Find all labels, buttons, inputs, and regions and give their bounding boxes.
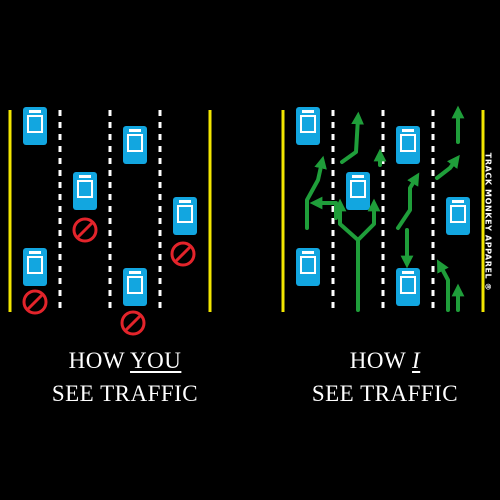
- car-icon: [396, 268, 420, 306]
- car-icon: [446, 197, 470, 235]
- caption-line-2: SEE TRAFFIC: [51, 381, 199, 406]
- brand-logo: TRACK MONKEY APPAREL ®: [484, 153, 493, 291]
- caption-prefix: HOW: [349, 348, 413, 373]
- caption-prefix: HOW: [68, 348, 131, 373]
- caption-emphasis: I: [412, 348, 421, 373]
- car-icon: [123, 268, 147, 306]
- car-icon: [73, 172, 97, 210]
- car-icon: [23, 248, 47, 286]
- caption-emphasis: YOU: [130, 348, 182, 373]
- caption-line-2: SEE TRAFFIC: [311, 381, 459, 406]
- left-road: [8, 107, 212, 336]
- right-caption: HOW I SEE TRAFFIC: [270, 344, 500, 410]
- car-icon: [296, 107, 320, 145]
- car-icon: [123, 126, 147, 164]
- car-icon: [173, 197, 197, 235]
- no-entry-icon: [120, 310, 146, 336]
- car-icon: [296, 248, 320, 286]
- no-entry-icon: [72, 217, 98, 243]
- brand-text: TRACK MONKEY APPAREL: [483, 152, 493, 280]
- right-road: [281, 105, 485, 312]
- no-entry-icon: [170, 241, 196, 267]
- car-icon: [396, 126, 420, 164]
- car-icon: [346, 172, 370, 210]
- car-icon: [23, 107, 47, 145]
- registered-mark: ®: [483, 282, 493, 292]
- arrow-path-icon: [305, 105, 465, 312]
- left-caption: HOW YOU SEE TRAFFIC: [10, 344, 240, 410]
- no-entry-icon: [22, 289, 48, 315]
